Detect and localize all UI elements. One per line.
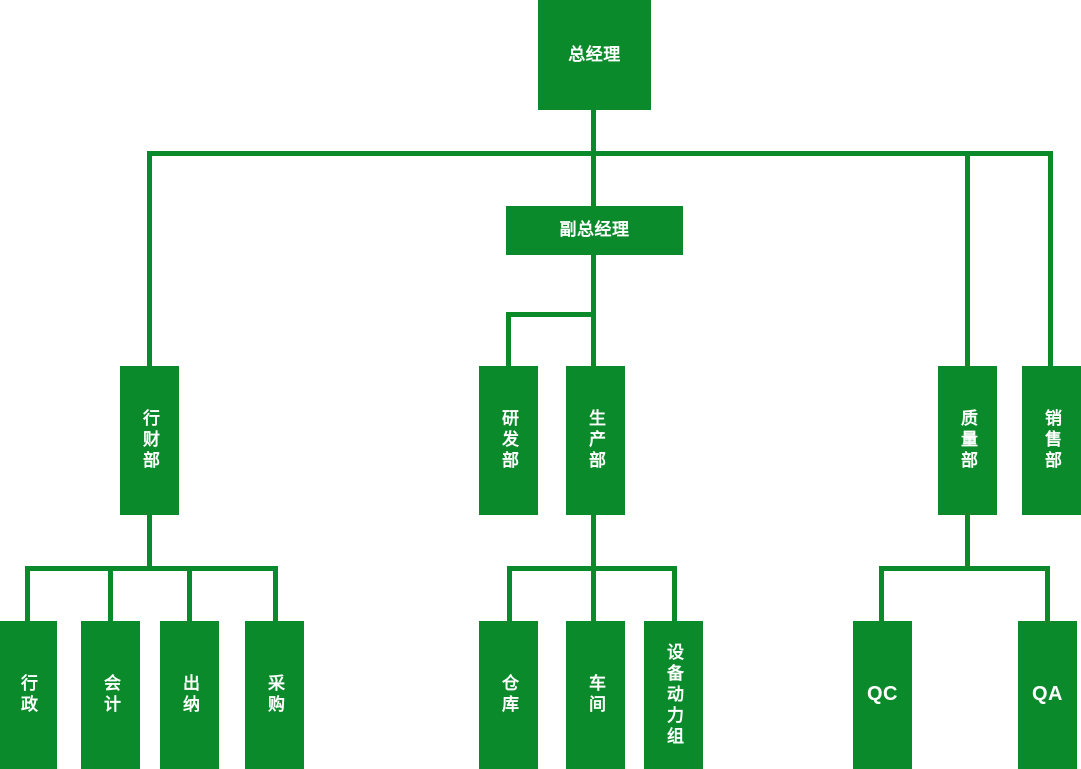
connector-deputy-stem [591,255,596,315]
node-administration[interactable]: 行政 [0,621,57,769]
connector-admin-finance-stem [147,515,152,570]
node-label: 会计 [101,674,120,716]
connector-drop-quality [965,151,970,367]
node-cashier[interactable]: 出纳 [160,621,219,769]
node-general-manager[interactable]: 总经理 [538,0,651,110]
connector-admin-finance-bus [25,566,278,571]
node-sales-dept[interactable]: 销售部 [1022,366,1081,515]
connector-drop-rd [506,312,511,367]
connector-drop-purchasing [273,566,278,622]
connector-main-bus [147,151,1053,156]
node-label: 副总经理 [559,220,630,240]
node-label: 行政 [18,674,37,716]
node-workshop[interactable]: 车间 [566,621,625,769]
node-deputy-general-manager[interactable]: 副总经理 [506,206,683,255]
node-label: 行财部 [140,409,159,472]
connector-drop-qa [1045,566,1050,622]
connector-drop-equipment-power [672,566,677,622]
connector-drop-production [591,312,596,367]
node-label: 仓库 [499,674,518,716]
node-label: QA [1032,683,1063,706]
node-label: 车间 [586,674,605,716]
node-label: 研发部 [499,409,518,472]
connector-drop-warehouse [507,566,512,622]
connector-drop-accounting [108,566,113,622]
node-label: 生产部 [586,409,605,472]
connector-drop-qc [879,566,884,622]
connector-quality-stem [965,515,970,570]
node-qc[interactable]: QC [853,621,912,769]
node-label: QC [867,683,898,706]
node-admin-finance-dept[interactable]: 行财部 [120,366,179,515]
connector-drop-administration [25,566,30,622]
connector-quality-bus [879,566,1050,571]
node-label: 总经理 [568,44,621,64]
connector-production-stem [591,515,596,570]
node-qa[interactable]: QA [1018,621,1077,769]
connector-drop-cashier [187,566,192,622]
node-purchasing[interactable]: 采购 [245,621,304,769]
node-accounting[interactable]: 会计 [81,621,140,769]
connector-drop-deputy [591,151,596,207]
node-label: 设备动力组 [664,642,683,748]
node-equipment-power-group[interactable]: 设备动力组 [644,621,703,769]
node-label: 销售部 [1042,409,1061,472]
connector-deputy-bus [506,312,596,317]
node-label: 采购 [265,674,284,716]
connector-drop-workshop [591,566,596,622]
node-label: 质量部 [958,409,977,472]
connector-drop-sales [1048,151,1053,367]
node-warehouse[interactable]: 仓库 [479,621,538,769]
node-quality-dept[interactable]: 质量部 [938,366,997,515]
connector-gm-stem [591,110,596,155]
node-label: 出纳 [180,674,199,716]
node-production-dept[interactable]: 生产部 [566,366,625,515]
node-rd-dept[interactable]: 研发部 [479,366,538,515]
connector-drop-admin-finance [147,151,152,367]
